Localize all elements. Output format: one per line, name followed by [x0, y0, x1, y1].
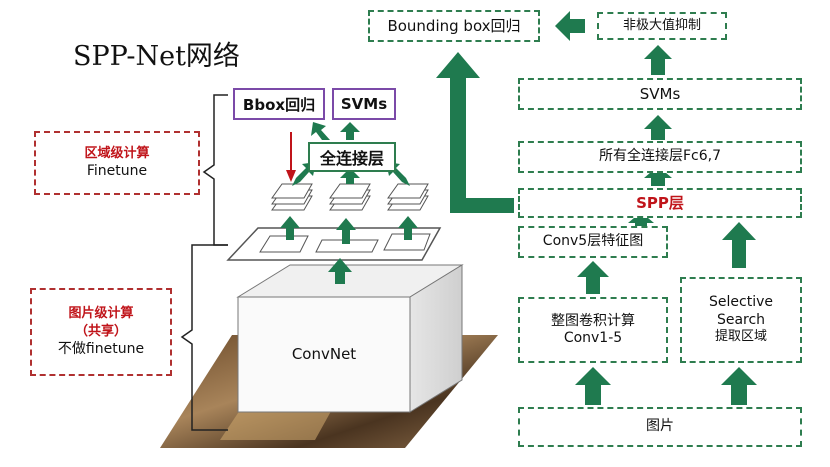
bounding-box-regression-box: Bounding box回归: [368, 10, 540, 42]
whole-image-conv-sub: Conv1-5: [563, 330, 623, 346]
arrow-stack2-to-fc: [340, 168, 360, 184]
arrow-image-to-ss: [721, 367, 757, 405]
convnet-label: ConvNet: [291, 345, 357, 363]
arrow-conv-to-conv5: [577, 261, 609, 294]
input-image-label: 图片: [646, 418, 674, 435]
image-level-sub: 不做finetune: [57, 341, 145, 358]
bbox-regression-box: Bbox回归: [233, 88, 325, 120]
region-brace: [202, 94, 228, 246]
region-level-title: 区域级计算: [84, 145, 150, 161]
arrow-image-to-conv: [575, 367, 611, 405]
image-level-box: 图片级计算 （共享） 不做finetune: [30, 288, 172, 376]
conv5-feature-box: Conv5层特征图: [518, 226, 668, 258]
selective-search-line1: Selective: [709, 294, 773, 311]
arrow-conv5-to-spp: [628, 212, 654, 232]
spp-layer-label: SPP层: [636, 193, 684, 212]
bounding-box-regression-label: Bounding box回归: [387, 16, 521, 35]
image-brace: [180, 244, 228, 431]
arrow-spp-to-bbox: [436, 52, 514, 213]
image-level-shared: （共享）: [74, 323, 127, 339]
arrow-nms-to-bbox: [555, 11, 585, 41]
whole-image-conv-box: 整图卷积计算 Conv1-5: [518, 297, 668, 363]
nms-label: 非极大值抑制: [622, 17, 701, 33]
svms-label-right: SVMs: [639, 84, 681, 103]
spp-layer-box: SPP层: [518, 188, 802, 218]
selective-search-line2: Search: [716, 311, 766, 328]
roi-window-1: [259, 235, 309, 253]
convnet-cube-front: [237, 296, 411, 413]
arrow-roi2-up: [336, 218, 356, 244]
arrow-fc-to-svms: [340, 122, 360, 140]
all-fc-box: 所有全连接层Fc6,7: [518, 141, 802, 173]
input-image-box: 图片: [518, 407, 802, 447]
pooled-stack-2: [329, 183, 371, 211]
arrow-fc-to-svms-right: [644, 115, 672, 140]
roi-window-2: [315, 239, 379, 253]
diagram-title: SPP-Net网络: [73, 41, 240, 72]
conv5-feature-label: Conv5层特征图: [542, 233, 644, 250]
selective-search-box: Selective Search 提取区域: [680, 277, 802, 363]
region-level-sub: Finetune: [86, 163, 148, 180]
image-level-title: 图片级计算: [68, 306, 134, 321]
selective-search-line3: 提取区域: [714, 329, 767, 345]
arrow-spp-to-fc: [644, 166, 672, 186]
arrow-roi3-up: [398, 216, 418, 240]
region-level-box: 区域级计算 Finetune: [34, 131, 200, 195]
all-fc-label: 所有全连接层Fc6,7: [598, 148, 721, 165]
red-arrow-head: [286, 170, 296, 182]
svms-box-left: SVMs: [332, 88, 396, 120]
nms-box: 非极大值抑制: [597, 12, 727, 40]
arrow-cube-to-feature: [328, 258, 352, 284]
arrow-svms-to-nms: [644, 45, 672, 75]
fully-connected-box: 全连接层: [308, 142, 396, 172]
arrow-ss-to-spp: [722, 222, 756, 268]
svms-box-right: SVMs: [518, 78, 802, 110]
roi-window-3: [383, 233, 431, 251]
pooled-stack-3: [387, 183, 429, 211]
pooled-stack-1: [271, 183, 313, 211]
whole-image-conv-title: 整图卷积计算: [551, 312, 635, 329]
arrow-fc-to-bbox: [311, 122, 330, 140]
arrow-roi1-up: [280, 216, 300, 240]
